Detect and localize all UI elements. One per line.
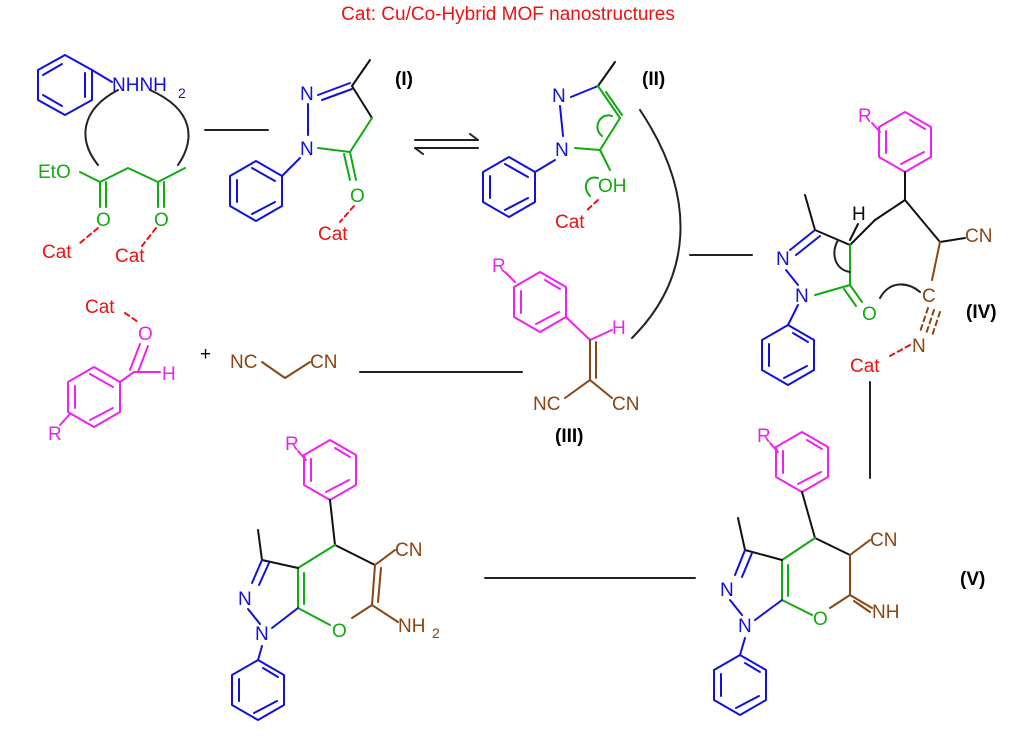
nh2-subscript-final: 2 [432,625,440,641]
r-label-final: R [285,434,299,455]
stage-label-I: (I) [395,69,413,90]
arrow-II-to-III [631,109,682,339]
cat-label-iv: Cat [850,356,880,377]
pyrazolone-intermediate-I: N N O Cat (I) [229,59,413,245]
arylidene-malononitrile-III: R H NC CN (III) [492,256,639,447]
h-label-iv: H [852,204,866,225]
scheme-title: Cat: Cu/Co-Hybrid MOF nanostructures [341,4,675,25]
cn-label-iv: CN [965,226,992,247]
stage-label-III: (III) [555,426,584,447]
oh-label: OH [598,176,627,197]
n-label-nitrile-iv: N [912,336,926,357]
aldehyde-h-label: H [162,364,176,385]
keto-o-label: O [154,210,169,231]
r-label-v: R [757,426,771,447]
cat-label-ii: Cat [555,212,585,233]
r-label-iii: R [492,256,506,277]
eto-label: EtO [38,162,71,183]
cat-label-ester: Cat [42,242,72,263]
n-label-iv-bottom: N [795,286,809,307]
carbonyl-o-label-iv: O [862,304,877,325]
stage-label-V: (V) [960,569,985,590]
n-label-ii-top: N [552,86,566,107]
n-label-v-bottom: N [738,616,752,637]
vinyl-h-label: H [612,318,626,339]
r-label-aldehyde: R [48,424,62,445]
ring-o-label-v: O [813,609,828,630]
cn-label-malononitrile: CN [310,352,337,373]
curved-arrow-nh2-to-ketone [149,89,190,166]
cn-label-final: CN [395,540,422,561]
michael-adduct-IV: R CN H N N O C N Cat [761,106,997,386]
cat-label-ketone: Cat [115,246,145,267]
cat-label-aldehyde: Cat [85,297,115,318]
carbonyl-o-label-i: O [350,186,365,207]
n-label-iv-top: N [776,249,790,270]
cn-label-iii: CN [612,394,639,415]
stage-label-II: (II) [642,69,665,90]
n-label-final-bottom: N [255,624,269,645]
plus-sign: + [200,344,211,365]
cat-label-i: Cat [318,224,348,245]
n-label-i-bottom: N [300,139,314,160]
r-label-iv: R [858,106,872,127]
c-label-iv: C [922,286,936,307]
curved-arrow-nh-to-ester [84,89,119,166]
nh-label-v: NH [872,602,899,623]
n-label-final-top: N [238,589,252,610]
n-label-v-top: N [720,580,734,601]
imino-pyranopyrazole-V: R CN NH O N N (V) [713,426,985,716]
nh2-label-final: NH [398,616,425,637]
aryl-aldehyde: Cat O H R [48,297,176,445]
aldehyde-o-label: O [138,324,153,345]
ester-o-label: O [96,210,111,231]
ring-o-label-final: O [332,621,347,642]
ethyl-acetoacetate: EtO O O Cat Cat [38,162,186,267]
n-label-ii-bottom: N [555,140,569,161]
nhnh2-subscript: 2 [178,85,186,101]
n-label-i-top: N [300,84,314,105]
cn-label-v: CN [870,530,897,551]
final-aminopyranopyrazole: R CN NH 2 O N N [231,434,440,721]
nhnh2-label: NHNH [112,75,167,96]
stage-label-IV: (IV) [966,302,997,323]
nc-label-malononitrile: NC [230,352,257,373]
malononitrile: NC CN [230,352,337,379]
phenylhydrazine: NHNH 2 [37,54,186,116]
hydroxypyrazole-intermediate-II: N N OH Cat (II) [482,61,665,233]
nc-label-iii: NC [533,394,560,415]
